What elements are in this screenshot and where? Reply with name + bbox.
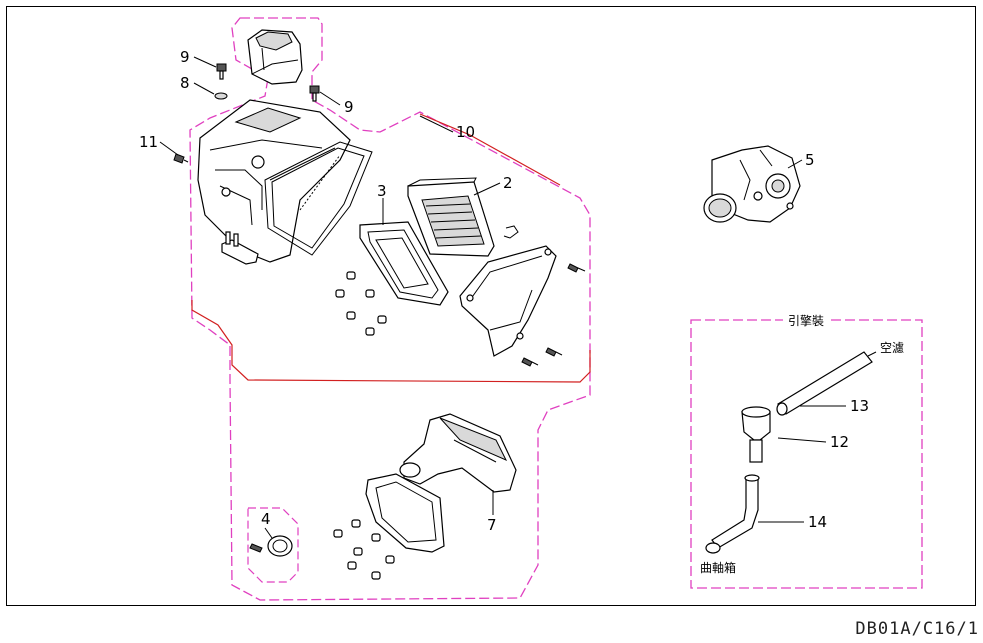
callout-7: 7 — [487, 516, 497, 534]
bolt-9-right — [309, 85, 320, 102]
bolt-11 — [173, 153, 189, 164]
callout-12: 12 — [830, 433, 849, 451]
breather-valve-12 — [741, 406, 771, 463]
engine-box-title: 引擎裝 — [788, 313, 824, 328]
air-box-housing — [197, 99, 351, 265]
engine-box-outline — [690, 319, 923, 589]
callout-14: 14 — [808, 513, 827, 531]
clip — [503, 225, 519, 239]
intake-snorkel — [247, 29, 303, 85]
nut-group-upper — [335, 271, 387, 336]
air-box-gasket — [264, 141, 373, 256]
breather-tube-14 — [705, 474, 760, 554]
callout-5: 5 — [805, 151, 815, 169]
callout-10: 10 — [456, 123, 475, 141]
assembly-outline-red-top — [419, 113, 561, 186]
callout-8: 8 — [180, 74, 190, 92]
assembly-outline-dashed — [189, 17, 591, 601]
callout-9-right: 9 — [344, 98, 354, 116]
intake-gasket — [365, 473, 445, 553]
drawing-code: DB01A/C16/1 — [855, 619, 979, 639]
hose-13 — [776, 351, 873, 416]
washer-8 — [214, 92, 228, 100]
callout-13: 13 — [850, 397, 869, 415]
part-4-outline — [247, 507, 299, 583]
callout-11: 11 — [139, 133, 158, 151]
engine-box-title-bg — [783, 312, 827, 328]
air-box-cover — [459, 245, 557, 357]
throttle-body-5 — [703, 145, 801, 223]
intake-duct-7 — [399, 413, 517, 493]
filter-element-2 — [407, 177, 495, 257]
label-crankcase: 曲軸箱 — [700, 560, 736, 575]
filter-frame-3 — [359, 221, 449, 306]
callout-9-top: 9 — [180, 48, 190, 66]
callout-4: 4 — [261, 510, 271, 528]
hose-clamp-4 — [249, 535, 293, 557]
assembly-outline-red — [191, 300, 591, 383]
nut-group-lower — [333, 519, 395, 580]
bolt-group-cover — [521, 263, 586, 367]
label-air-cleaner: 空濾 — [880, 340, 904, 355]
callout-3: 3 — [377, 182, 387, 200]
leader-lines — [159, 56, 877, 539]
drawing-frame — [6, 6, 976, 606]
bolt-9-top — [216, 63, 227, 80]
callout-2: 2 — [503, 174, 513, 192]
